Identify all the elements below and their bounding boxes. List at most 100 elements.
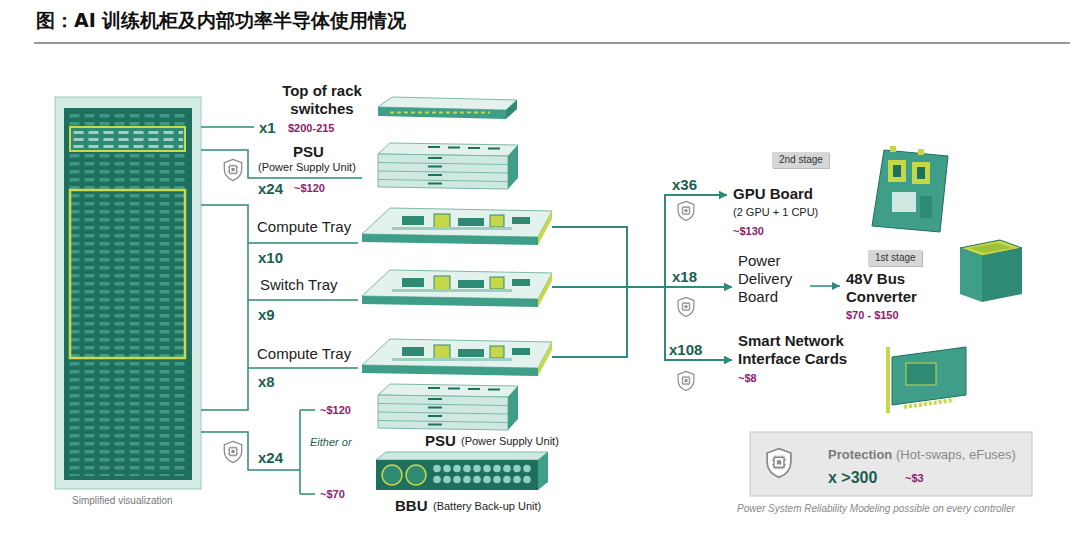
gpu-board-illustration	[893, 165, 901, 177]
price-label: ~$120	[294, 182, 325, 195]
stage-tag: 2nd stage	[772, 152, 829, 168]
stage-tag-text: 1st stage	[875, 252, 916, 264]
item-label: Switch Tray	[260, 276, 338, 294]
switch-illustration	[378, 97, 517, 119]
protection-panel	[750, 432, 1032, 496]
bbu-illustration	[376, 452, 548, 460]
rack-illustration	[70, 127, 185, 151]
connector-arrow	[552, 195, 727, 287]
switch-illustration	[506, 100, 517, 119]
item-label: (2 GPU + 1 CPU)	[733, 206, 818, 219]
multiplier-label: x18	[672, 268, 697, 286]
bbu-illustration	[406, 465, 426, 485]
connector-arrow	[810, 285, 840, 287]
converter-illustration	[982, 248, 1022, 302]
shield-icon	[678, 201, 694, 220]
bbu-illustration	[432, 464, 532, 486]
bracket-wire	[201, 127, 362, 494]
item-box: Protection(Hot-swaps, eFuses)x >300~$3	[750, 432, 1032, 496]
figure-note: Simplified visualization	[72, 495, 173, 507]
item-label: 48V Bus Converter	[846, 270, 936, 306]
stage-tag-text: 2nd stage	[779, 154, 823, 166]
item-label: Power Delivery Board	[738, 252, 808, 306]
gpu-board-illustration	[920, 196, 932, 218]
multiplier-label: x >300	[828, 468, 877, 487]
nic-illustration	[886, 347, 966, 413]
connector-arrow	[552, 195, 727, 287]
bracket-wire	[201, 410, 315, 494]
shield-icon	[224, 441, 241, 462]
psu-illustration	[378, 384, 518, 430]
switch-illustration	[378, 107, 506, 119]
rack-illustration	[55, 97, 201, 489]
gpu-board-illustration	[872, 150, 948, 232]
bracket-wire	[248, 243, 358, 368]
switch-illustration	[390, 112, 490, 114]
nic-illustration	[904, 400, 954, 407]
shield-icon	[224, 159, 241, 180]
multiplier-label: x10	[258, 249, 283, 267]
item-box: GPU Board (2 GPU + 1 CPU) ~$130	[727, 185, 820, 240]
connector-arrow	[552, 227, 732, 287]
multiplier-label: x36	[672, 176, 697, 194]
item-label: Top of rack switches	[272, 82, 372, 118]
item-label: BBU	[395, 497, 428, 515]
bracket-wire	[201, 126, 254, 128]
item-label: (Hot-swaps, eFuses)	[896, 447, 1016, 463]
price-label: ~$70	[320, 488, 345, 501]
rack-illustration	[72, 129, 183, 149]
gpu-board-illustration	[917, 167, 925, 179]
gpu-board-illustration	[872, 146, 948, 232]
item-label: Compute Tray	[257, 345, 351, 363]
price-label: ~$130	[733, 225, 764, 238]
item-box: Compute Tray	[255, 337, 552, 377]
tray-illustration	[362, 208, 552, 245]
nic-illustration	[892, 347, 966, 405]
gpu-board-illustration	[918, 149, 924, 155]
item-box: Top of rack switches $200-215	[272, 82, 374, 137]
tray-illustration	[362, 270, 552, 307]
connector-arrow	[552, 287, 732, 360]
bbu-illustration	[376, 460, 538, 490]
rack-illustration	[68, 112, 188, 476]
item-label: Smart Network Interface Cards	[738, 332, 856, 368]
gpu-board-illustration	[912, 162, 930, 184]
nic-illustration	[906, 363, 936, 385]
item-label: PSU	[293, 143, 324, 161]
item-box: ~$120PSU(Power Supply Unit)	[318, 400, 561, 452]
item-label: (Power Supply Unit)	[258, 161, 356, 174]
footnote: Power System Reliability Modeling possib…	[737, 503, 1015, 515]
multiplier-label: x9	[258, 306, 275, 324]
item-box: Power Delivery Board	[732, 252, 810, 308]
bbu-illustration	[376, 452, 548, 490]
tray-illustration	[362, 339, 552, 376]
shield-icon	[678, 371, 694, 390]
bbu-illustration	[538, 452, 548, 490]
item-label: GPU Board	[733, 185, 813, 203]
item-label: PSU	[425, 432, 456, 450]
price-label: $200-215	[288, 122, 335, 135]
item-box: 48V Bus Converter $70 - $150	[840, 270, 938, 324]
item-box: ~$70BBU(Battery Back-up Unit)	[318, 484, 543, 517]
gpu-board-illustration	[890, 146, 896, 152]
item-box: Compute Tray	[255, 207, 552, 247]
gpu-board-illustration	[892, 192, 916, 212]
rack-illustration	[55, 97, 201, 489]
item-label: (Power Supply Unit)	[461, 435, 559, 448]
item-label: Protection	[828, 447, 892, 463]
connector-arrow	[552, 287, 732, 357]
multiplier-label: x108	[669, 341, 702, 359]
multiplier-label: x8	[258, 373, 275, 391]
gpu-board-illustration	[888, 160, 906, 182]
item-box: Switch Tray	[255, 267, 552, 307]
connector-arrow	[552, 287, 732, 360]
bbu-illustration	[382, 465, 402, 485]
converter-illustration	[960, 240, 1022, 302]
branch-note: Either or	[310, 436, 352, 449]
title-rule	[34, 43, 1070, 44]
shield-icon	[767, 449, 791, 478]
price-label: $70 - $150	[846, 309, 899, 322]
price-label: ~$8	[738, 372, 757, 385]
shield-icon	[678, 297, 694, 316]
